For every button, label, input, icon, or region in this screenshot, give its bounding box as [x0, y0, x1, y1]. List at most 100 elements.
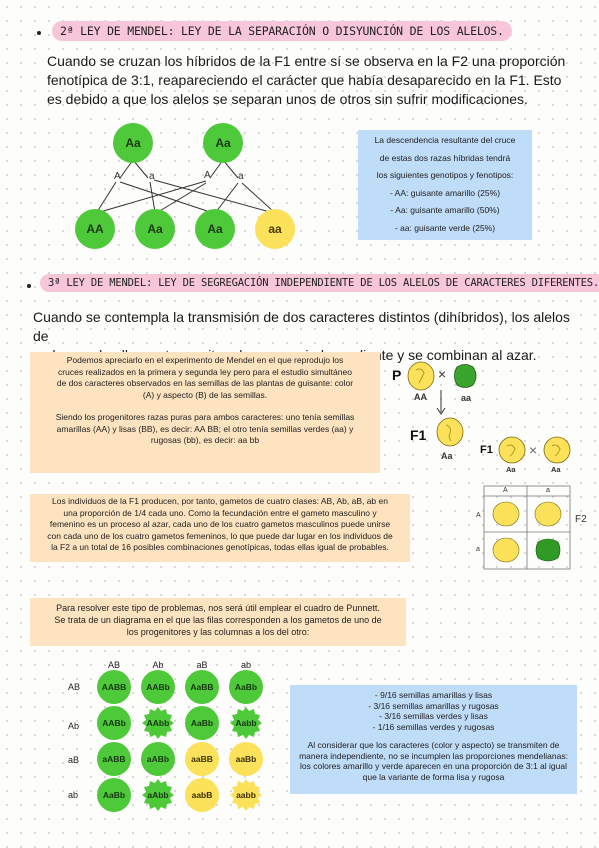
section1-paragraph: Cuando se cruzan los híbridos de la F1 e…	[47, 52, 567, 109]
box-line: Los individuos de la F1 producen, por ta…	[52, 496, 388, 506]
info-line: - AA: guisante amarillo (25%)	[389, 187, 501, 198]
results-box: - 9/16 semillas amarillas y lisas - 3/16…	[290, 685, 577, 794]
cell-label: aaBB	[191, 754, 213, 764]
f2-label: F2	[575, 514, 587, 525]
cross-lines	[96, 159, 275, 213]
cell-label: AABb	[146, 682, 170, 692]
box-line: una proporción de 1/4 cada uno. Como la …	[63, 507, 377, 518]
punnett-cell-wrinkled: AAbb	[141, 706, 175, 740]
mendel-experiment-box: Podemos apreciarlo en el experimento de …	[30, 352, 380, 473]
punnett-cell: aaBB	[185, 742, 219, 776]
offspring-circle: aa	[255, 209, 295, 249]
yellow-pea-icon	[498, 436, 526, 464]
section-title-2nd-law: 2ª LEY DE MENDEL: LEY DE LA SEPARACIÓN O…	[52, 21, 512, 41]
parent-circle: Aa	[113, 123, 153, 163]
box-line: de dos caracteres observados en las semi…	[56, 378, 354, 388]
punnett-cell: AABb	[141, 670, 175, 704]
f1-label: F1	[410, 427, 427, 443]
cross-left-geno: Aa	[506, 465, 516, 474]
cell-label: aaBb	[235, 754, 257, 764]
punnett-cell-wrinkled: Aabb	[229, 706, 263, 740]
result-line: - 1/16 semillas verdes y rugosas	[372, 721, 495, 732]
info-line: La descendencia resultante del cruce	[374, 135, 516, 145]
bullet	[27, 284, 31, 288]
cell-label: AABb	[102, 718, 126, 728]
info-line: - aa: guisante verde (25%)	[394, 222, 496, 233]
info-line: de estas dos razas híbridas tendrá	[379, 152, 511, 163]
box-line: (A) y aspecto (B) de las semillas.	[142, 389, 268, 400]
punnett-intro-box: Para resolver este tipo de problemas, no…	[30, 598, 406, 646]
gamete-label: a	[149, 171, 155, 182]
punnett-row-header: ab	[68, 790, 79, 800]
para-line: fenotípica de 3:1, reapareciendo el cará…	[47, 72, 562, 88]
punnett-cell: AaBB	[185, 670, 219, 704]
para-line: es debido a que los alelos se separan un…	[47, 91, 528, 107]
section-title-3rd-law: 3ª LEY DE MENDEL: LEY DE SEGREGACIÓN IND…	[40, 274, 599, 292]
box-line: Siendo los progenitores razas puras para…	[55, 412, 355, 422]
cell-label: aabB	[191, 790, 213, 800]
grid-col-label: A	[503, 487, 508, 494]
cross-symbol: ×	[529, 442, 538, 458]
punnett-col-header: Ab	[152, 660, 164, 670]
box-line: femenino es un proceso al azar, cada uno…	[49, 519, 391, 529]
box-line: amarillas (AA) y lisas (BB), es decir: A…	[56, 423, 354, 434]
parent1-geno: AA	[414, 392, 427, 402]
conclusion-line: que la variante de forma lisa y rugosa	[362, 771, 505, 782]
grid-col-label: a	[546, 487, 550, 494]
cell-label: AaBb	[234, 682, 258, 692]
cell-label: AaBb	[102, 790, 126, 800]
punnett-cell-wrinkled: aAbb	[141, 778, 175, 812]
punnett-cell: AaBb	[97, 778, 131, 812]
gamete-label: A	[204, 170, 211, 181]
punnett-col-header: AB	[107, 660, 120, 670]
box-line: Se trata de un diagrama en el que las fi…	[54, 615, 382, 625]
conclusion-line: los colores amarillo y verde aparecen en…	[300, 761, 567, 771]
box-line: los progenitores y las columnas a los de…	[126, 627, 310, 637]
info-line: - Aa: guisante amarillo (50%)	[390, 205, 500, 215]
offspring-circle: AA	[75, 209, 115, 249]
box-line: cruces realizados en la primera y segund…	[58, 366, 352, 377]
punnett-cell: aabB	[185, 778, 219, 812]
punnett-row-header: AB	[68, 682, 81, 692]
box-line: rugosas (bb), es decir: aa bb	[150, 435, 260, 445]
para-line: Cuando se contempla la transmisión de do…	[33, 309, 570, 344]
yellow-pea-icon	[543, 436, 571, 464]
f1-geno: Aa	[441, 451, 453, 461]
result-line: - 9/16 semillas amarillas y lisas	[374, 690, 493, 700]
cell-label: aABb	[146, 754, 170, 764]
cell-label: AaBb	[190, 718, 214, 728]
info-line: los siguientes genotipos y fenotipos:	[376, 170, 514, 180]
bullet	[37, 31, 41, 35]
punnett-col-header: aB	[196, 660, 208, 670]
cell-label: aAbb	[147, 790, 169, 800]
f1-cross-label: F1	[480, 444, 493, 456]
yellow-pea-icon	[436, 417, 464, 447]
grid-row-label: A	[476, 512, 481, 519]
cell-label: AaBB	[190, 682, 214, 692]
offspring-circle: Aa	[195, 209, 235, 249]
punnett-row-header: aB	[68, 755, 80, 765]
offspring-circle: Aa	[135, 209, 175, 249]
small-punnett-grid	[483, 485, 571, 570]
cell-label: AABB	[101, 682, 127, 692]
result-line: - 3/16 semillas verdes y lisas	[379, 711, 488, 721]
punnett-cell: aaBb	[229, 742, 263, 776]
gamete-label: a	[238, 171, 244, 182]
gametes-box: Los individuos de la F1 producen, por ta…	[30, 494, 410, 562]
parent-circle: Aa	[203, 123, 243, 163]
punnett-cell: AABB	[97, 670, 131, 704]
para-line: Cuando se cruzan los híbridos de la F1 e…	[47, 53, 566, 69]
box-line: Para resolver este tipo de problemas, no…	[56, 603, 380, 613]
parent2-geno: aa	[461, 393, 472, 403]
punnett-cell: AABb	[97, 706, 131, 740]
cross-symbol: ×	[438, 366, 447, 382]
punnett-cell: AaBb	[229, 670, 263, 704]
down-arrow-icon	[436, 390, 446, 415]
yellow-pea-icon	[407, 361, 435, 391]
grid-row-label: a	[476, 546, 480, 553]
cell-label: aABB	[102, 754, 126, 764]
punnett-cell: AaBb	[185, 706, 219, 740]
p-label: P	[392, 367, 402, 383]
punnett-cell: aABB	[97, 742, 131, 776]
box-line: con cada uno de los cuatro gametos femen…	[47, 530, 393, 541]
